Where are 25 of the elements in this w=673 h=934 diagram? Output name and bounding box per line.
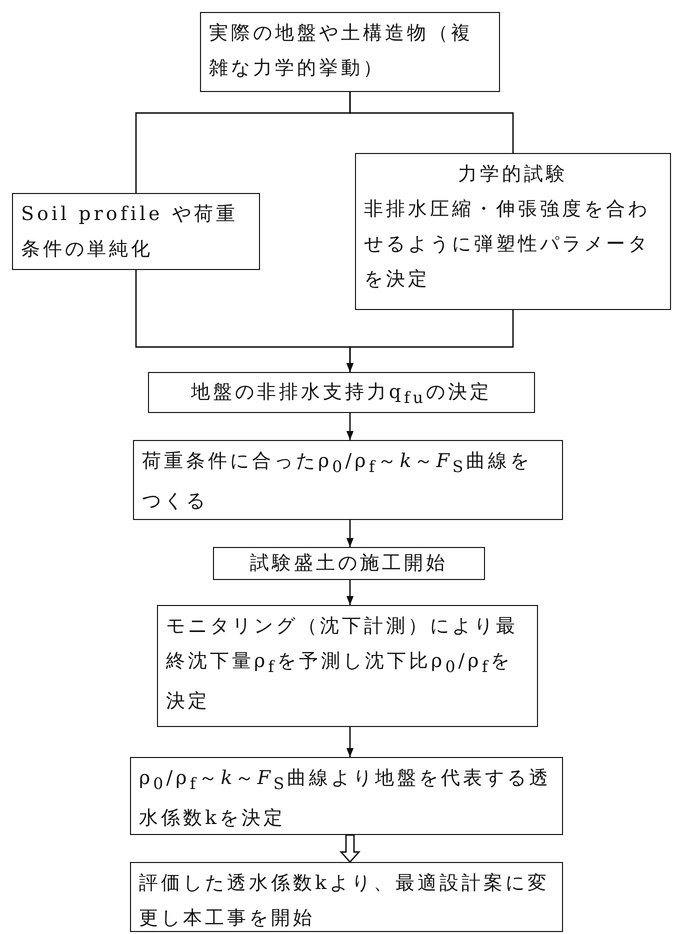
arrow xyxy=(339,834,361,864)
arrow xyxy=(346,413,354,440)
box-text: 試験盛土の施工開始 xyxy=(249,551,449,576)
box-text: 評価した透水係数kより、最適設計案に変更し本工事を開始 xyxy=(139,871,551,931)
box-text: モニタリング（沈下計測）により最終沈下量ρ$_{f}$を予測し沈下比ρ$_{0}$/ρ$_{f}$を決定 xyxy=(166,614,519,714)
process-box xyxy=(213,547,485,580)
arrow xyxy=(346,310,514,372)
box-heading: 力学的試験 xyxy=(457,162,569,187)
process-box xyxy=(12,193,260,270)
process-box xyxy=(130,757,563,835)
box-text: 荷重条件に合ったρ$_{0}$/ρ$_{f}$～k～F$_{S}$曲線をつくる xyxy=(142,449,534,514)
process-box xyxy=(148,372,535,413)
process-box xyxy=(133,440,563,520)
box-text: 地盤の非排水支持力q$_{fu}$の決定 xyxy=(190,380,494,409)
box-text: 非排水圧縮・伸張強度を合わせるように弾塑性パラメータを決定 xyxy=(364,197,651,292)
process-box xyxy=(200,12,500,92)
process-box xyxy=(355,153,671,310)
process-box xyxy=(157,605,538,727)
box-text: Soil profile や荷重条件の単純化 xyxy=(21,202,239,262)
arrow xyxy=(346,520,354,547)
process-box xyxy=(130,862,563,932)
arrow xyxy=(346,727,354,757)
box-text: ρ$_{0}$/ρ$_{f}$～k～F$_{S}$曲線より地盤を代表する透水係数kを決定 xyxy=(139,766,552,831)
arrow xyxy=(346,580,354,605)
box-text: 実際の地盤や土構造物（複雑な力学的挙動） xyxy=(209,21,474,81)
